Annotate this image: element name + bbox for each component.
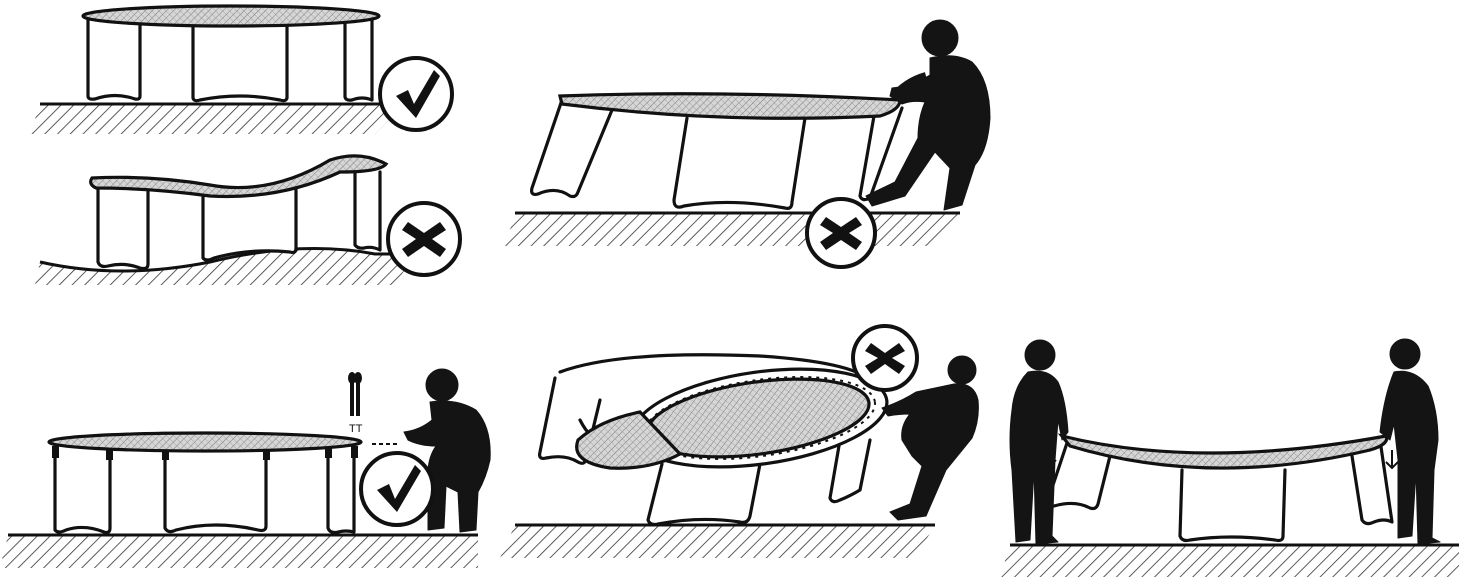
panel-level-ground <box>30 6 452 134</box>
trampoline-legs <box>55 446 354 533</box>
ground-hatch <box>0 535 478 568</box>
cross-badge <box>807 199 875 267</box>
trampoline-mat <box>83 6 379 26</box>
panel-single-person-tilt <box>500 326 978 558</box>
panel-two-person-lift <box>1000 339 1459 577</box>
down-arrow-icon <box>1386 450 1398 468</box>
panel-single-person-drag <box>505 20 990 267</box>
trampoline-legs <box>88 16 372 101</box>
stake-label: TT <box>349 423 363 435</box>
checkmark-badge <box>361 453 433 525</box>
trampoline-mat <box>1062 436 1387 468</box>
trampoline-mat <box>91 156 386 197</box>
checkmark-badge <box>380 58 452 130</box>
ground-hatch <box>500 525 935 558</box>
cross-badge <box>388 203 460 275</box>
ground-hatch <box>30 104 405 134</box>
stake-tools: TT <box>348 372 363 435</box>
person-left-silhouette <box>1010 340 1068 544</box>
cross-badge <box>853 326 917 390</box>
ground-hatch <box>1000 545 1459 577</box>
trampoline-mat <box>49 433 361 451</box>
ground-hatch <box>505 213 960 246</box>
panel-anchor-stakes: TT <box>0 369 490 568</box>
panel-uneven-ground <box>35 156 460 285</box>
